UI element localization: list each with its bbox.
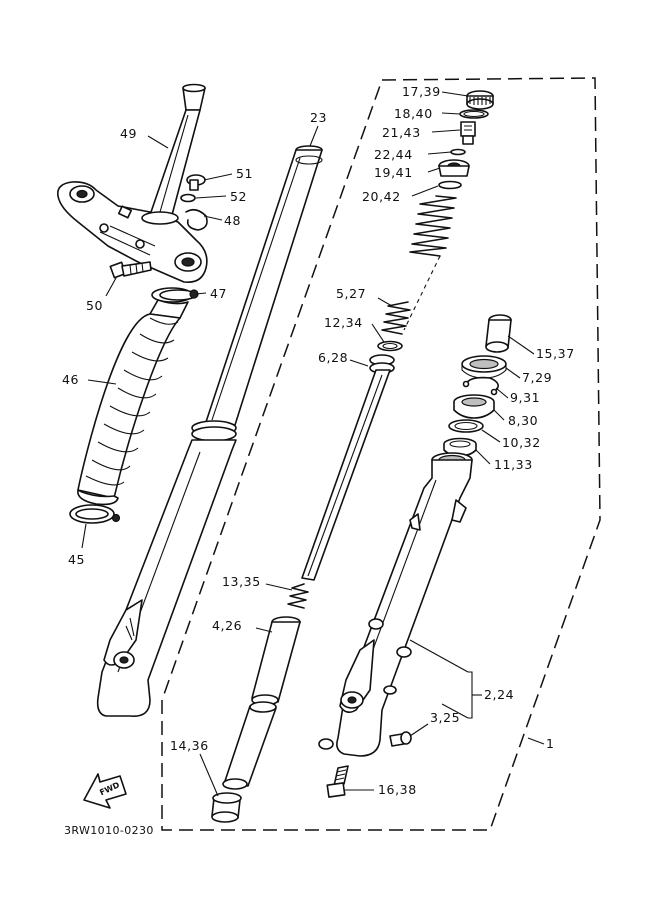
label-5-27: 5,27 <box>336 286 366 301</box>
spring-5 <box>381 301 411 335</box>
label-46: 46 <box>62 372 79 387</box>
oring-20 <box>438 180 462 190</box>
label-52: 52 <box>230 189 247 204</box>
label-20-42: 20,42 <box>362 189 401 204</box>
washer-12 <box>377 340 403 352</box>
label-16-38: 16,38 <box>378 782 417 797</box>
band-45 <box>69 504 121 524</box>
clip-9 <box>462 376 499 396</box>
label-50: 50 <box>86 298 103 313</box>
cap-17 <box>466 90 494 110</box>
bolt-51 <box>186 174 206 191</box>
label-45: 45 <box>68 552 85 567</box>
label-9-31: 9,31 <box>510 390 540 405</box>
assembly-boundary <box>161 77 601 831</box>
oring-22 <box>450 148 466 156</box>
seal-7 <box>461 355 507 379</box>
label-4-26: 4,26 <box>212 618 242 633</box>
washer-52 <box>180 193 196 203</box>
outer-tube-2-axle-boss <box>318 618 412 750</box>
label-47: 47 <box>210 286 227 301</box>
label-2-24: 2,24 <box>484 687 514 702</box>
label-48: 48 <box>224 213 241 228</box>
label-8-30: 8,30 <box>508 413 538 428</box>
spring-upper <box>403 195 457 331</box>
label-7-29: 7,29 <box>522 370 552 385</box>
label-51: 51 <box>236 166 253 181</box>
label-12-34: 12,34 <box>324 315 363 330</box>
bolt-50 <box>109 261 152 279</box>
cylinder-15 <box>485 314 512 353</box>
label-17-39: 17,39 <box>402 84 441 99</box>
under-bracket <box>56 181 208 284</box>
seal-8 <box>453 394 495 419</box>
label-13-35: 13,35 <box>222 574 261 589</box>
outer-tube <box>96 420 237 717</box>
label-19-41: 19,41 <box>374 165 413 180</box>
fork-boot-46 <box>77 287 193 506</box>
label-49: 49 <box>120 126 137 141</box>
washer-10 <box>448 419 484 433</box>
label-1: 1 <box>546 736 555 751</box>
fwd-arrow-icon: FWD <box>83 773 127 809</box>
label-3-25: 3,25 <box>430 710 460 725</box>
steering-stem-49 <box>149 83 206 216</box>
label-18-40: 18,40 <box>394 106 433 121</box>
drawing-code: 3RW1010-0230 <box>64 824 154 837</box>
label-14-36: 14,36 <box>170 738 209 753</box>
boot-folds <box>85 317 179 486</box>
inner-tube-23 <box>204 145 323 426</box>
piece-14 <box>211 701 277 823</box>
bolt-19 <box>438 159 470 177</box>
label-22-44: 22,44 <box>374 147 413 162</box>
label-23: 23 <box>310 110 327 125</box>
bolt-16 <box>326 765 349 798</box>
bolt-3 <box>389 731 412 747</box>
leader-lines <box>81 91 545 797</box>
label-21-43: 21,43 <box>382 125 421 140</box>
label-6-28: 6,28 <box>318 350 348 365</box>
clip-48 <box>185 208 208 231</box>
label-15-37: 15,37 <box>536 346 575 361</box>
oring-18 <box>459 109 489 119</box>
damper-rod-6 <box>301 354 395 581</box>
outer-tube-2 <box>318 452 473 757</box>
label-10-32: 10,32 <box>502 435 541 450</box>
adjuster-21 <box>460 121 476 145</box>
outer-tube-axle-boss <box>103 599 143 669</box>
label-11-33: 11,33 <box>494 457 533 472</box>
band-47 <box>159 289 199 301</box>
tube-4 <box>251 616 301 706</box>
spring-13 <box>287 583 309 609</box>
